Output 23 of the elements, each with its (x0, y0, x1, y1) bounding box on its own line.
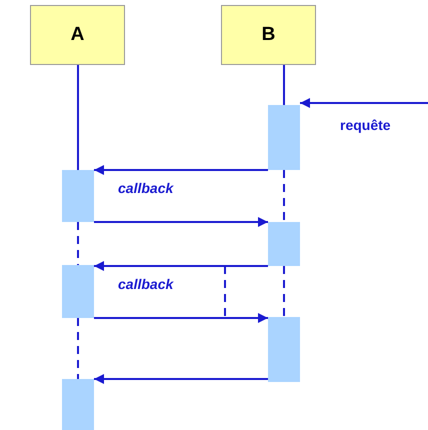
lifeline (77, 318, 79, 379)
activation-bar (268, 317, 300, 382)
message-arrow (300, 98, 428, 108)
activation-bar (62, 170, 94, 222)
edge-label: callback (118, 180, 174, 196)
edge-label: requête (340, 117, 391, 133)
lifeline (77, 65, 79, 170)
activation-bar (62, 379, 94, 430)
message-arrow (94, 313, 268, 323)
activation-bar (268, 105, 300, 170)
lifeline-header-box: B (221, 5, 316, 65)
lifeline (283, 65, 285, 105)
message-arrow (94, 165, 268, 175)
activation-bar (268, 222, 300, 266)
message-arrow (94, 261, 268, 271)
edge-label: callback (118, 276, 174, 292)
lifeline-header-box: A (30, 5, 125, 65)
lifeline (77, 222, 79, 265)
lifeline (283, 170, 285, 222)
lifeline (283, 266, 285, 317)
activation-bar (62, 265, 94, 318)
message-arrow (94, 374, 268, 384)
message-arrow (94, 217, 268, 227)
